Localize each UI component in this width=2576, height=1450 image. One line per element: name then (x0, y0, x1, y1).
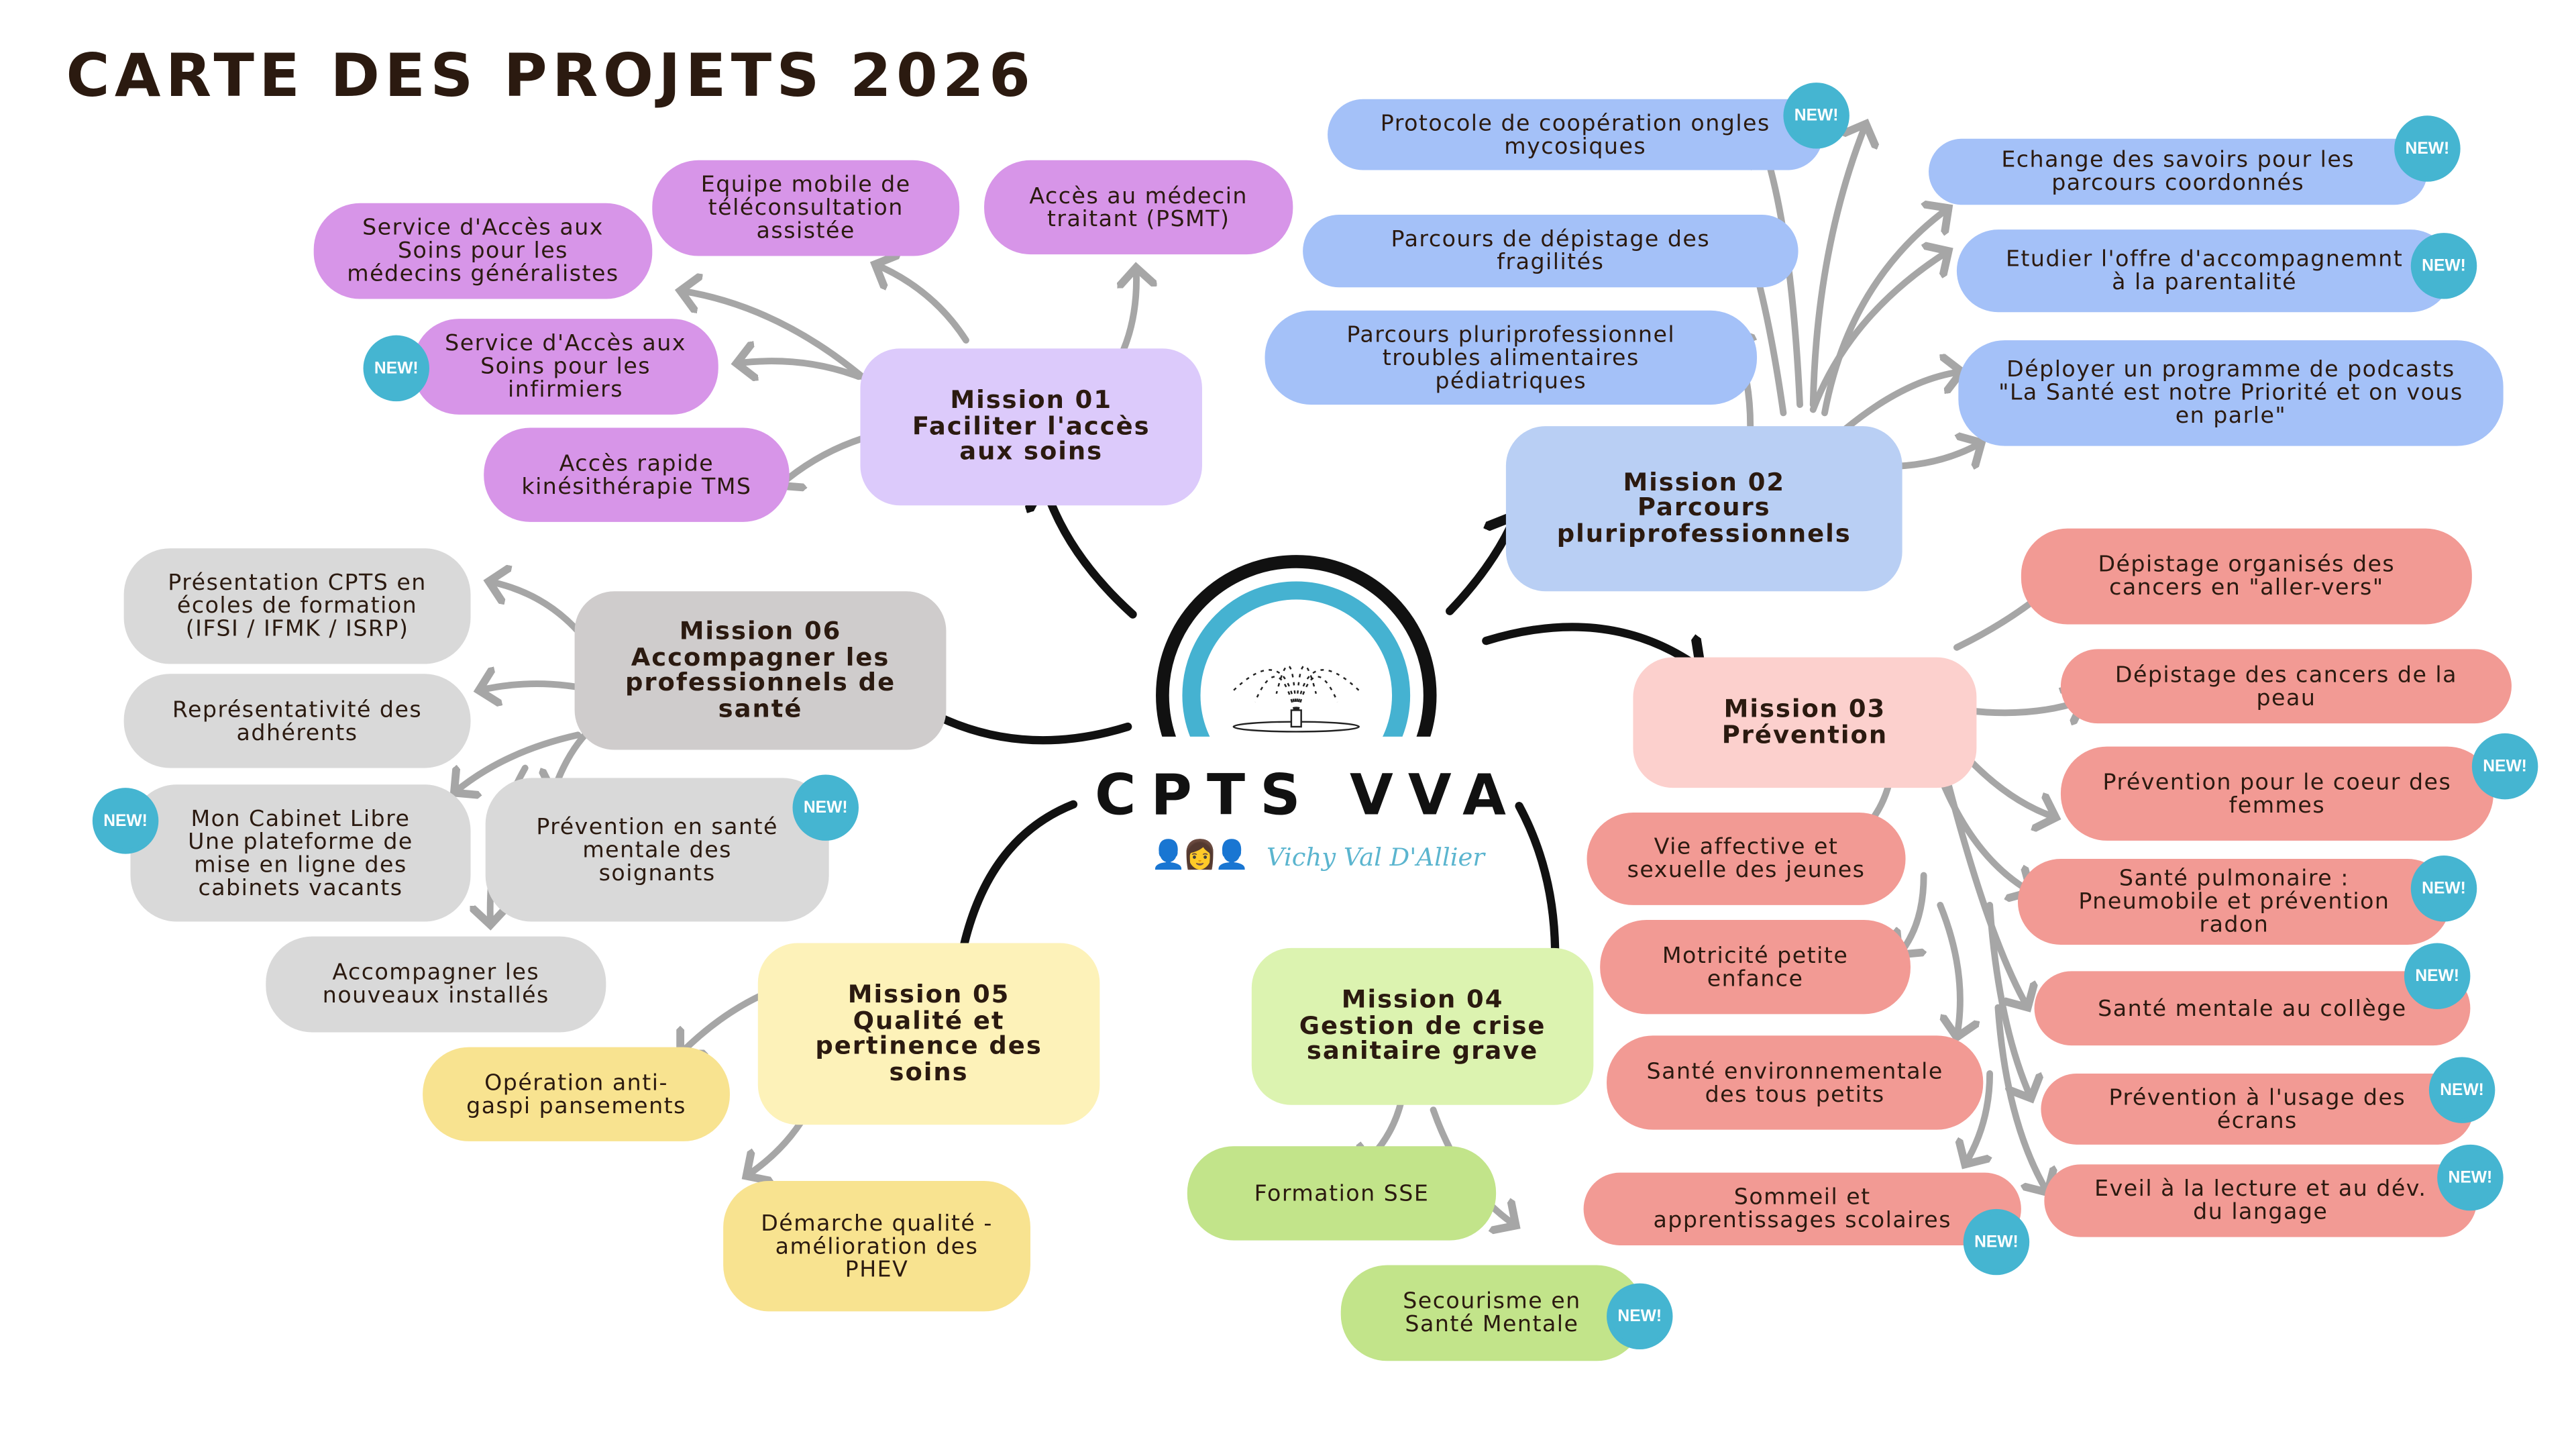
logo-name: CPTS VVA (1094, 763, 1521, 829)
project-ongles-mycosiques[interactable]: Protocole de coopération ongles mycosiqu… (1328, 99, 1823, 170)
arrow-sub (1809, 124, 1866, 408)
mission-03[interactable]: Mission 03 Prévention (1633, 657, 1977, 788)
project-sas-medecins[interactable]: Service d'Accès aux Soins pour les médec… (313, 203, 653, 299)
project-secourisme-sante-mentale[interactable]: Secourisme en Santé Mentale (1340, 1265, 1644, 1361)
new-badge: NEW! (2477, 738, 2533, 794)
project-kine-tms[interactable]: Accès rapide kinésithérapie TMS (484, 427, 790, 522)
mission-06[interactable]: Mission 06 Accompagner les professionnel… (574, 591, 947, 750)
mission-05[interactable]: Mission 05 Qualité et pertinence des soi… (757, 943, 1100, 1125)
project-cancers-peau[interactable]: Dépistage des cancers de la peau (2060, 649, 2512, 724)
new-badge: NEW! (368, 340, 425, 397)
project-podcasts[interactable]: Déployer un programme de podcasts "La Sa… (1958, 340, 2504, 446)
project-echange-savoirs[interactable]: Echange des savoirs pour les parcours co… (1929, 138, 2428, 205)
project-medecin-traitant[interactable]: Accès au médecin traitant (PSMT) (984, 160, 1293, 255)
project-parentalite[interactable]: Etudier l'offre d'accompagnemnt à la par… (1956, 229, 2453, 313)
logo-subtitle: Vichy Val D'Allier (1266, 842, 1485, 872)
arrow-sub (875, 264, 969, 344)
project-sante-mentale-soignants[interactable]: Prévention en santé mentale des soignant… (485, 778, 829, 922)
project-formation-sse[interactable]: Formation SSE (1187, 1146, 1497, 1241)
project-vie-affective[interactable]: Vie affective et sexuelle des jeunes (1587, 813, 1906, 905)
project-depistage-aller-vers[interactable]: Dépistage organisés des cancers en "alle… (2021, 528, 2472, 625)
fountain-icon (1229, 665, 1363, 733)
project-fragilites[interactable]: Parcours de dépistage des fragilités (1303, 214, 1799, 288)
new-badge: NEW! (2409, 947, 2466, 1004)
new-badge: NEW! (2442, 1149, 2499, 1206)
new-badge: NEW! (1968, 1214, 2025, 1270)
project-representativite[interactable]: Représentativité des adhérents (123, 674, 471, 768)
new-badge: NEW! (97, 792, 154, 849)
mission-02[interactable]: Mission 02 Parcours pluriprofessionnels (1505, 426, 1902, 592)
project-sante-mentale-college[interactable]: Santé mentale au collège (2034, 971, 2471, 1046)
health-professionals-icon: 👤👩👤 (1150, 839, 1249, 872)
project-sante-environnementale[interactable]: Santé environnementale des tous petits (1607, 1035, 1984, 1130)
project-mon-cabinet-libre[interactable]: Mon Cabinet Libre Une plateforme de mise… (130, 784, 471, 922)
arrow-sub (1821, 208, 1949, 417)
project-troubles-alimentaires[interactable]: Parcours pluriprofessionnel troubles ali… (1265, 310, 1758, 405)
new-badge: NEW! (1611, 1288, 1668, 1345)
project-motricite[interactable]: Motricité petite enfance (1600, 920, 1911, 1015)
project-sommeil[interactable]: Sommeil et apprentissages scolaires (1583, 1172, 2021, 1245)
project-sas-infirmiers[interactable]: Service d'Accès aux Soins pour les infir… (413, 319, 718, 415)
arrow-sub (1809, 251, 1949, 413)
arrow-sub (737, 361, 862, 376)
new-badge: NEW! (2416, 860, 2472, 917)
new-badge: NEW! (2399, 120, 2456, 177)
project-demarche-qualite[interactable]: Démarche qualité - amélioration des PHEV (723, 1180, 1030, 1312)
project-eveil-lecture[interactable]: Eveil à la lecture et au dév. du langage (2044, 1164, 2477, 1237)
mission-04[interactable]: Mission 04 Gestion de crise sanitaire gr… (1251, 947, 1594, 1105)
mission-01[interactable]: Mission 01 Faciliter l'accès aux soins (860, 348, 1202, 506)
project-ecrans[interactable]: Prévention à l'usage des écrans (2041, 1073, 2474, 1145)
project-coeur-femmes[interactable]: Prévention pour le coeur des femmes (2060, 746, 2493, 841)
new-badge: NEW! (2434, 1061, 2490, 1119)
arrow-sub (1937, 901, 1960, 1037)
project-sante-pulmonaire[interactable]: Santé pulmonaire : Pneumobile et prévent… (2017, 858, 2451, 945)
arrow-sub (680, 291, 865, 380)
page-title: CARTE DES PROJETS 2026 (66, 42, 1036, 111)
project-nouveaux-installes[interactable]: Accompagner les nouveaux installés (266, 936, 606, 1033)
arrow-sub (1994, 1004, 2047, 1193)
project-anti-gaspi[interactable]: Opération anti- gaspi pansements (423, 1047, 730, 1141)
new-badge: NEW! (1788, 87, 1845, 144)
new-badge: NEW! (2416, 238, 2472, 295)
arrow-sub (1958, 748, 2055, 817)
project-teleconsultation[interactable]: Equipe mobile de téléconsultation assist… (652, 160, 960, 256)
arrow-sub (1965, 1070, 1994, 1164)
project-presentation-ecoles[interactable]: Présentation CPTS en écoles de formation… (123, 548, 471, 664)
arrow-sub (1986, 901, 2031, 1098)
arrow-to-mission-03 (1482, 623, 1701, 669)
new-badge: NEW! (797, 779, 854, 836)
arrow-sub (454, 731, 582, 792)
